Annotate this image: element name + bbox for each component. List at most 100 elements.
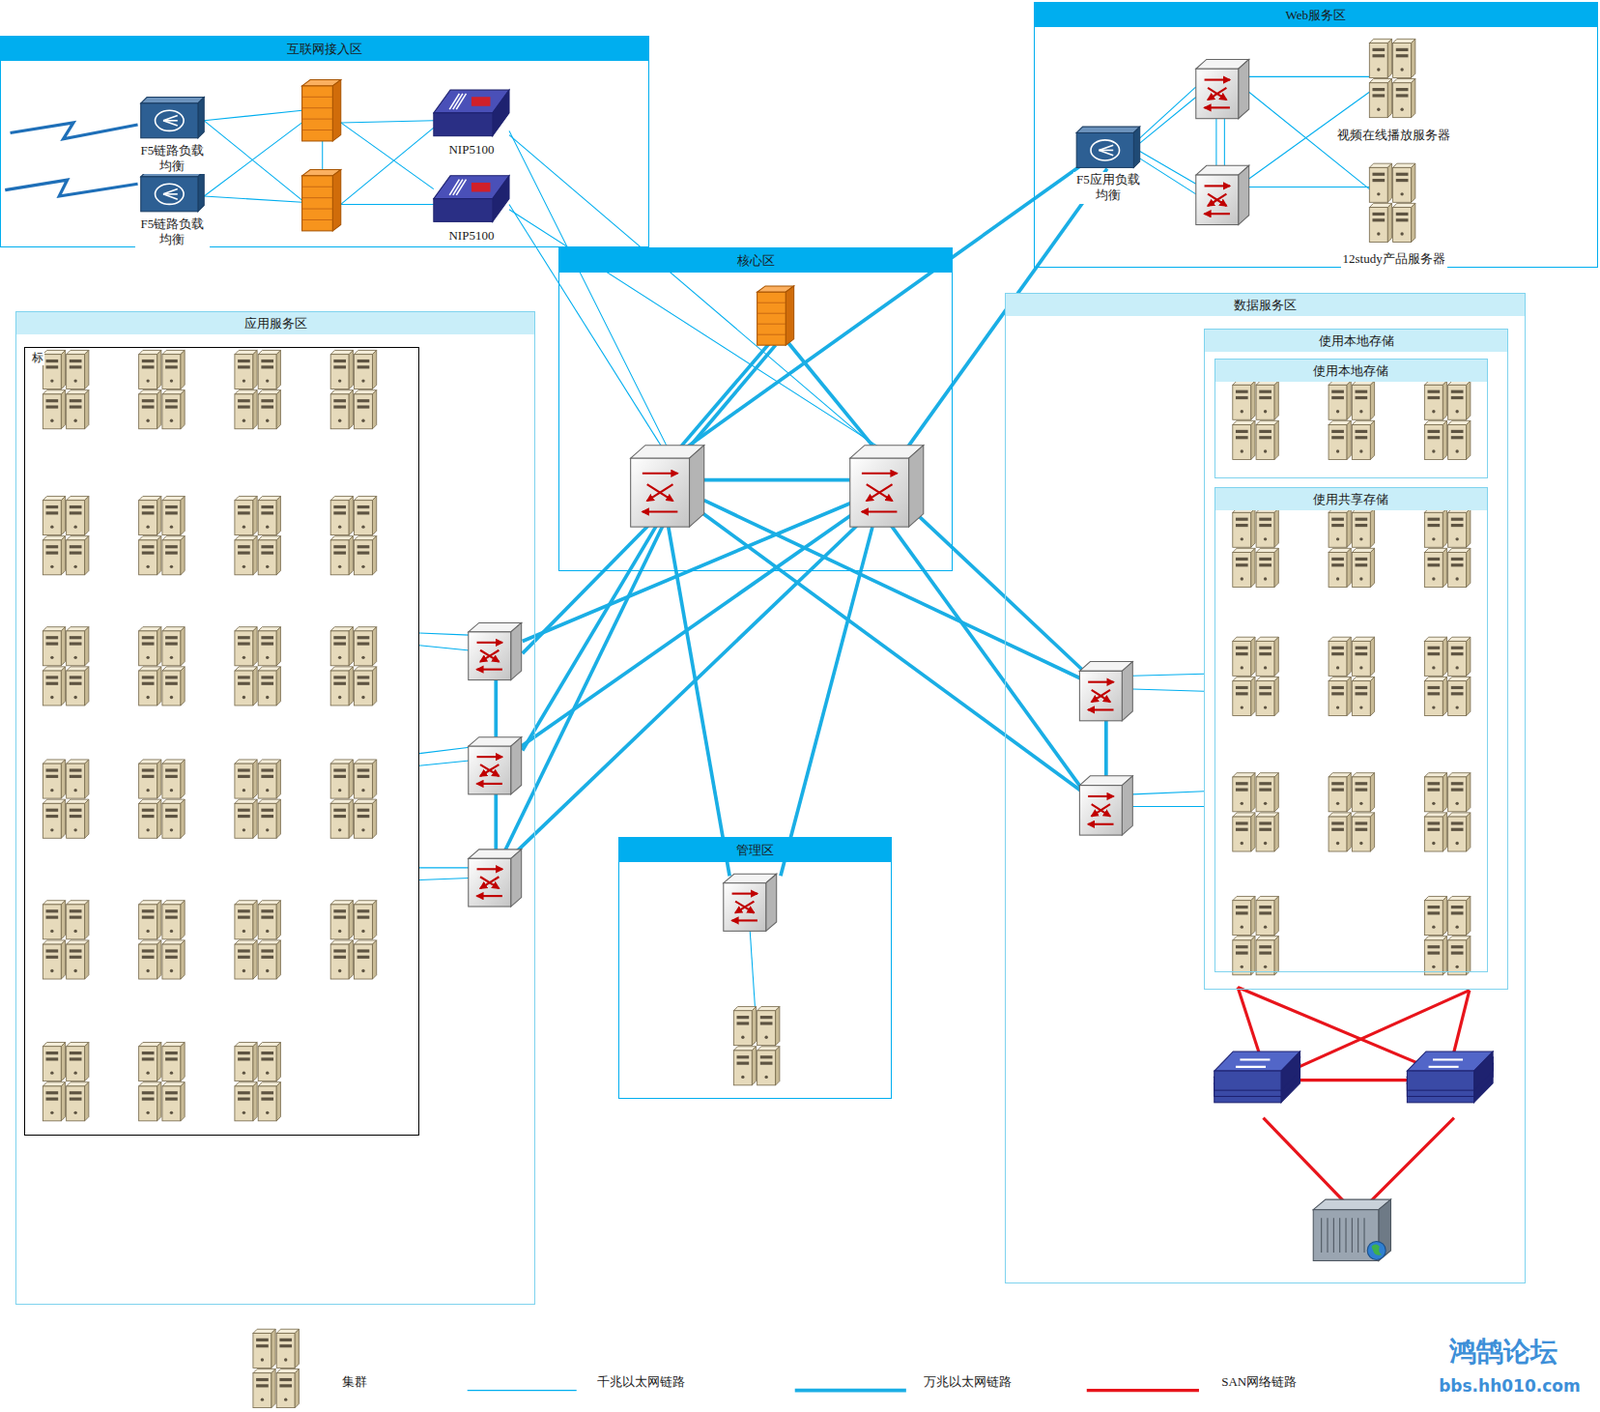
drive-slot: [142, 544, 155, 548]
lb-side: [1133, 126, 1140, 168]
server-front: [257, 1085, 277, 1121]
server-side: [1466, 936, 1471, 975]
drive-slot: [1428, 685, 1441, 689]
gigabit-link: [509, 130, 669, 450]
drive-slot: [1235, 905, 1249, 909]
drive-slot: [142, 1057, 155, 1060]
zone-heading: 核心区: [559, 248, 953, 273]
drive-slot: [1235, 652, 1249, 656]
drive-slot: [165, 682, 178, 686]
switch-front: [850, 457, 910, 527]
server-front: [1448, 512, 1467, 547]
drive-slot: [333, 948, 346, 952]
power-led: [1431, 449, 1435, 453]
gigabit-link: [1249, 186, 1371, 188]
server-front: [257, 904, 277, 940]
server-front: [1256, 640, 1275, 676]
drive-slot: [1331, 563, 1344, 567]
server-front: [330, 500, 349, 536]
server-front: [42, 500, 61, 536]
drive-slot: [1235, 563, 1249, 567]
san-link: [1297, 1078, 1407, 1082]
server-side: [1251, 812, 1256, 852]
server-side: [180, 759, 185, 799]
drive-slot: [1428, 429, 1441, 433]
switch-arrow: [480, 876, 499, 888]
drive-slot: [260, 1097, 274, 1101]
drive-slot: [165, 909, 178, 913]
zone-box: 管理区: [618, 836, 892, 1099]
zone-box: 数据服务区使用本地存储使用本地存储使用共享存储: [1004, 292, 1526, 1283]
drive-slot: [1451, 652, 1464, 656]
power-led: [50, 1111, 54, 1115]
server-side: [1370, 636, 1374, 676]
drive-slot: [260, 550, 274, 554]
device-label: 视频在线播放服务器: [1335, 127, 1453, 143]
server-front: [66, 540, 86, 575]
zone-heading: 应用服务区: [16, 312, 536, 335]
power-led: [1240, 449, 1244, 453]
drive-slot: [260, 675, 274, 679]
drive-slot: [357, 505, 371, 509]
server-front: [1232, 900, 1252, 936]
server-side: [180, 495, 185, 535]
server-front: [1424, 552, 1443, 588]
switch-arrow: [480, 650, 499, 662]
power-led: [260, 1357, 264, 1361]
server-side: [1370, 420, 1374, 459]
server-cluster-icon: [234, 349, 282, 429]
power-led: [1455, 841, 1458, 845]
power-led: [1263, 449, 1267, 453]
gigabit-link: [203, 196, 302, 202]
drive-slot: [69, 814, 83, 818]
lb-top: [1076, 126, 1140, 133]
drive-slot: [165, 948, 178, 952]
server-front: [1424, 900, 1443, 936]
server-side: [371, 759, 376, 799]
firewall-side: [332, 170, 341, 231]
switch-arrow: [1087, 681, 1114, 684]
ips-mark: [471, 182, 491, 193]
server-side: [371, 536, 376, 575]
server-cluster-icon: [733, 1006, 780, 1086]
server-front: [1232, 425, 1252, 460]
power-led: [1455, 665, 1458, 669]
switch-arrow: [642, 472, 678, 475]
gigabit-link: [419, 645, 470, 651]
drive-slot: [1331, 788, 1344, 792]
power-led: [764, 1075, 768, 1079]
drive-slot: [333, 635, 346, 639]
server-side: [1466, 636, 1471, 676]
server-side: [271, 1328, 276, 1368]
power-led: [361, 788, 365, 792]
drive-slot: [237, 641, 251, 645]
switch-front: [1196, 68, 1239, 118]
globe: [1367, 1240, 1386, 1259]
drive-slot: [1396, 172, 1409, 176]
switch-arrow: [477, 867, 503, 870]
server-side: [348, 349, 353, 389]
server-cluster-icon: [42, 900, 89, 979]
power-led: [145, 969, 149, 972]
server-front: [42, 354, 61, 390]
gigabit-link: [1224, 118, 1226, 167]
storage-grille: [1357, 1217, 1359, 1253]
server-side: [1442, 895, 1447, 935]
server-cluster-icon: [1424, 380, 1471, 459]
power-led: [361, 929, 365, 933]
drive-slot: [69, 915, 83, 919]
server-cluster-icon: [1232, 508, 1280, 587]
server-side: [180, 627, 185, 666]
server-front: [1351, 552, 1371, 588]
server-side: [1466, 547, 1471, 587]
server-side: [60, 900, 65, 940]
drive-slot: [1451, 396, 1464, 400]
server-front: [1393, 207, 1412, 243]
switch-icon: [468, 622, 522, 680]
power-led: [170, 929, 173, 933]
server-cluster-icon: [139, 759, 186, 838]
power-led: [1400, 67, 1403, 71]
drive-slot: [1331, 828, 1344, 831]
power-led: [73, 419, 77, 423]
switch-arrow: [1207, 194, 1227, 206]
